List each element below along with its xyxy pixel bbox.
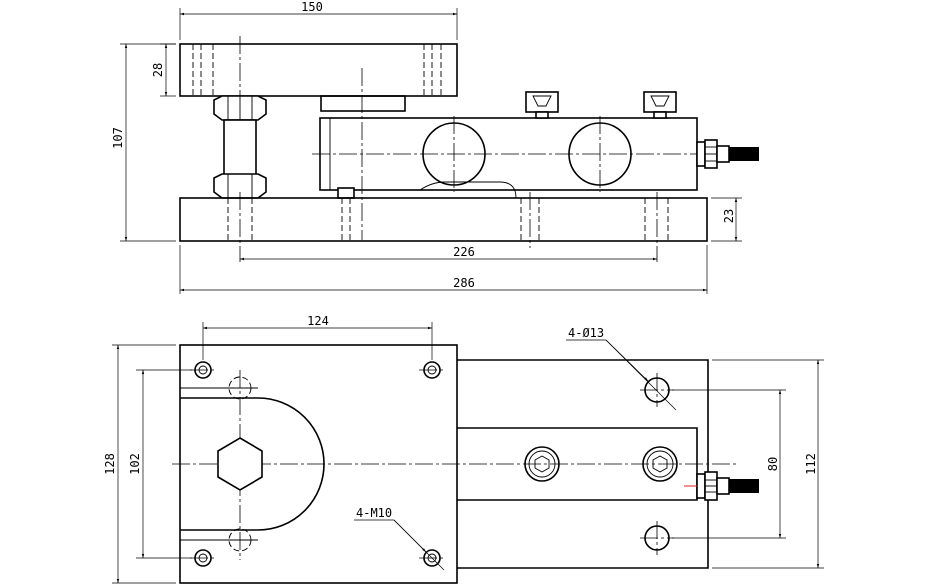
spacer-block	[320, 95, 406, 112]
beam-bolts	[525, 91, 677, 119]
dim-150: 150	[301, 0, 323, 14]
dim-28: 28	[151, 63, 165, 77]
dim-226: 226	[453, 245, 475, 259]
dim-80: 80	[766, 457, 780, 471]
side-view: 150 28 107 23 226 286	[111, 0, 759, 294]
d13-holes	[640, 373, 674, 555]
dim-112: 112	[804, 453, 818, 475]
dim-124: 124	[307, 314, 329, 328]
plan-view: 124 128 102 80 112 4-Ø13 4-M10	[103, 314, 824, 584]
m10-holes	[190, 361, 445, 567]
cable-gland-plan	[684, 471, 759, 501]
callout-4-d13: 4-Ø13	[568, 326, 604, 340]
beam-socket-bolts	[524, 446, 678, 482]
dim-23: 23	[722, 209, 736, 223]
dim-102: 102	[128, 453, 142, 475]
lifting-bolt	[213, 95, 267, 199]
callout-4-m10: 4-M10	[356, 506, 392, 520]
load-cell-beam	[312, 116, 704, 199]
cable-gland	[696, 139, 759, 169]
dim-286: 286	[453, 276, 475, 290]
top-plate	[179, 43, 458, 97]
center-hex-nut	[217, 437, 263, 491]
dim-128: 128	[103, 453, 117, 475]
base-plate	[179, 197, 708, 242]
dim-107: 107	[111, 127, 125, 149]
